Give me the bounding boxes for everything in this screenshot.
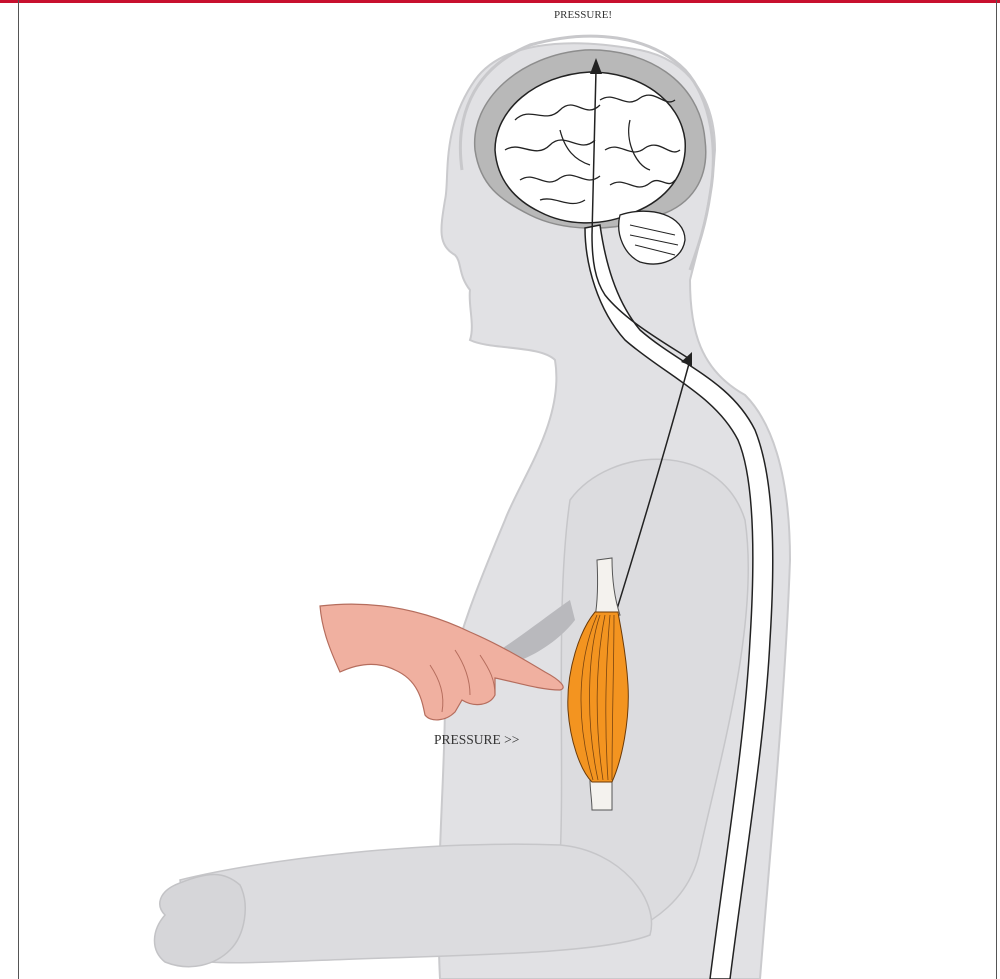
biceps-tendon-bottom — [590, 780, 612, 810]
label-finger: PRESSURE >> — [434, 732, 519, 747]
forearm — [180, 844, 652, 963]
label-top: PRESSURE! — [554, 9, 612, 21]
